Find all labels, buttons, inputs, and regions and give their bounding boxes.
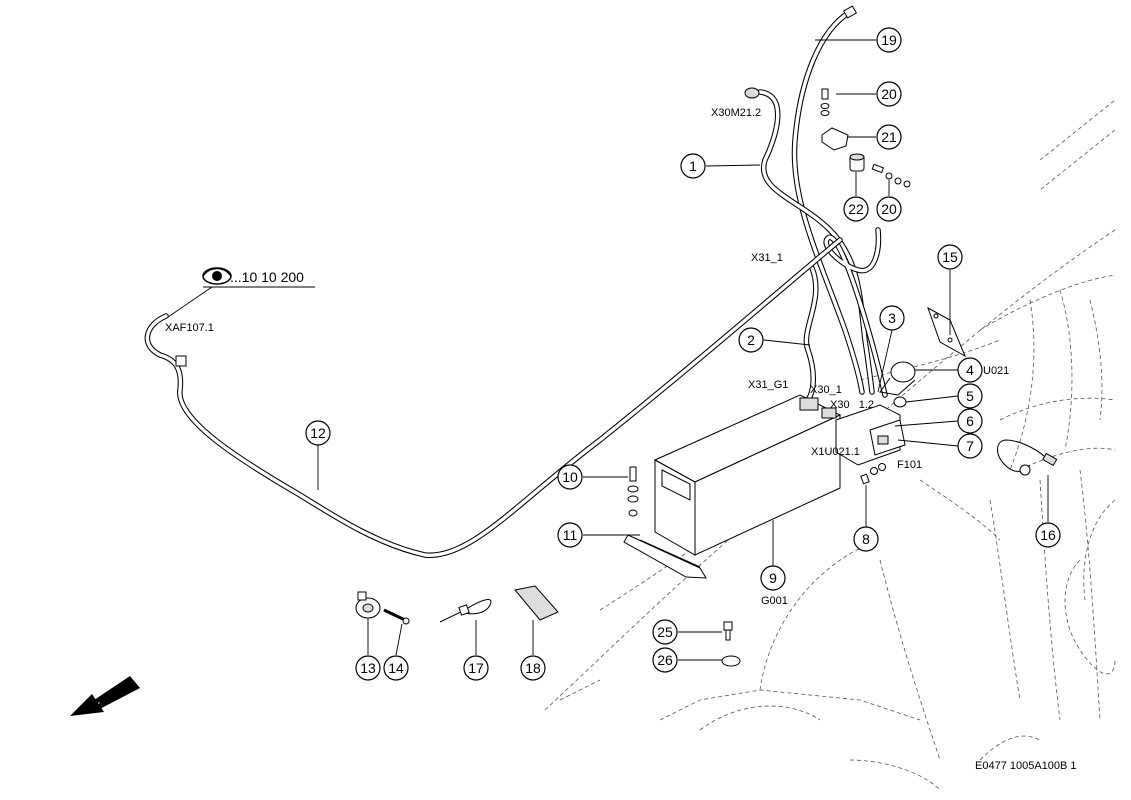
cable-12 (144, 237, 843, 558)
svg-text:25: 25 (657, 624, 673, 640)
callout: 1 (680, 153, 706, 179)
svg-text:9: 9 (769, 570, 777, 586)
reference-text: ...10 10 200 (230, 269, 304, 285)
leader-lines (317, 39, 1049, 661)
callout: 22 (843, 196, 869, 222)
label-x31-1: X31_1 (751, 252, 783, 264)
drawing-id: E0477 1005A100B 1 (975, 760, 1077, 772)
svg-text:4: 4 (966, 362, 974, 378)
callout: 8 (853, 526, 879, 552)
label-g001: G001 (761, 595, 788, 607)
label-f101: F101 (897, 459, 922, 471)
label-u021: U021 (983, 365, 1009, 377)
svg-text:18: 18 (525, 660, 541, 676)
reference-leader (167, 286, 213, 318)
svg-text:6: 6 (966, 413, 974, 429)
cable-16 (997, 439, 1058, 476)
svg-text:13: 13 (360, 660, 376, 676)
svg-text:17: 17 (468, 660, 484, 676)
callout: 17 (463, 655, 489, 681)
callout: 26 (652, 647, 678, 673)
clip-13 (355, 591, 381, 619)
cable-1 (744, 87, 875, 395)
bracket-21 (821, 127, 849, 151)
battery (653, 394, 842, 556)
fastener-stack-20-lower (871, 163, 911, 188)
callout: 25 (652, 619, 678, 645)
callout: 19 (876, 27, 902, 53)
callout: 18 (520, 655, 546, 681)
cable-tie-17 (439, 599, 492, 623)
svg-text:5: 5 (966, 388, 974, 404)
bolt-14 (383, 608, 410, 625)
clamp-22 (849, 153, 865, 172)
label-x1u021-1: X1U021.1 (811, 446, 860, 458)
callout: 20 (876, 196, 902, 222)
svg-text:20: 20 (881, 86, 897, 102)
svg-text:15: 15 (942, 249, 958, 265)
callout: 2 (738, 327, 764, 353)
washer-26 (721, 655, 741, 667)
callout: 6 (957, 408, 983, 434)
cable-2 (803, 265, 819, 403)
cable-x31-1 (823, 227, 888, 398)
part-5 (893, 396, 907, 408)
svg-text:16: 16 (1040, 527, 1056, 543)
callout: 13 (355, 655, 381, 681)
svg-text:3: 3 (888, 310, 896, 326)
pad-18 (514, 585, 559, 621)
callout: 20 (876, 81, 902, 107)
svg-text:12: 12 (310, 425, 326, 441)
callout: 21 (876, 124, 902, 150)
svg-text:11: 11 (563, 527, 578, 543)
svg-text:19: 19 (881, 32, 897, 48)
label-x30-1-2: X30 1.2 (830, 399, 874, 411)
svg-text:7: 7 (966, 438, 974, 454)
fuse-box (835, 404, 906, 466)
callout: 15 (937, 244, 963, 270)
callout: 3 (879, 305, 905, 331)
direction-arrow-icon (70, 676, 140, 716)
fastener-stack-8 (860, 463, 886, 485)
svg-text:21: 21 (881, 129, 897, 145)
callout: 12 (305, 420, 331, 446)
callout: 16 (1035, 522, 1061, 548)
svg-text:22: 22 (848, 201, 864, 217)
bracket-15 (927, 306, 967, 358)
callout: 9 (760, 565, 786, 591)
callout: 7 (957, 433, 983, 459)
svg-text:10: 10 (562, 469, 578, 485)
svg-text:26: 26 (657, 652, 673, 668)
callout: 10 (557, 464, 583, 490)
label-x30-1: X30_1 (810, 384, 842, 396)
svg-text:1: 1 (689, 158, 697, 174)
eye-icon (202, 267, 232, 285)
label-x31-g1: X31_G1 (748, 379, 788, 391)
callout: 14 (383, 655, 409, 681)
svg-text:14: 14 (388, 660, 404, 676)
svg-text:20: 20 (881, 201, 897, 217)
callout: 11 (557, 522, 583, 548)
label-xaf107-1: XAF107.1 (165, 322, 214, 334)
svg-text:2: 2 (747, 332, 755, 348)
svg-text:8: 8 (862, 531, 870, 547)
callout: 4 (957, 357, 983, 383)
fastener-stack-10 (627, 466, 639, 517)
callout: 5 (957, 383, 983, 409)
bolt-25 (723, 621, 733, 641)
relay-u021 (879, 361, 938, 396)
fastener-stack-20-upper (820, 88, 830, 116)
label-x30m21-2: X30M21.2 (711, 107, 761, 119)
battery-tray (623, 534, 707, 579)
